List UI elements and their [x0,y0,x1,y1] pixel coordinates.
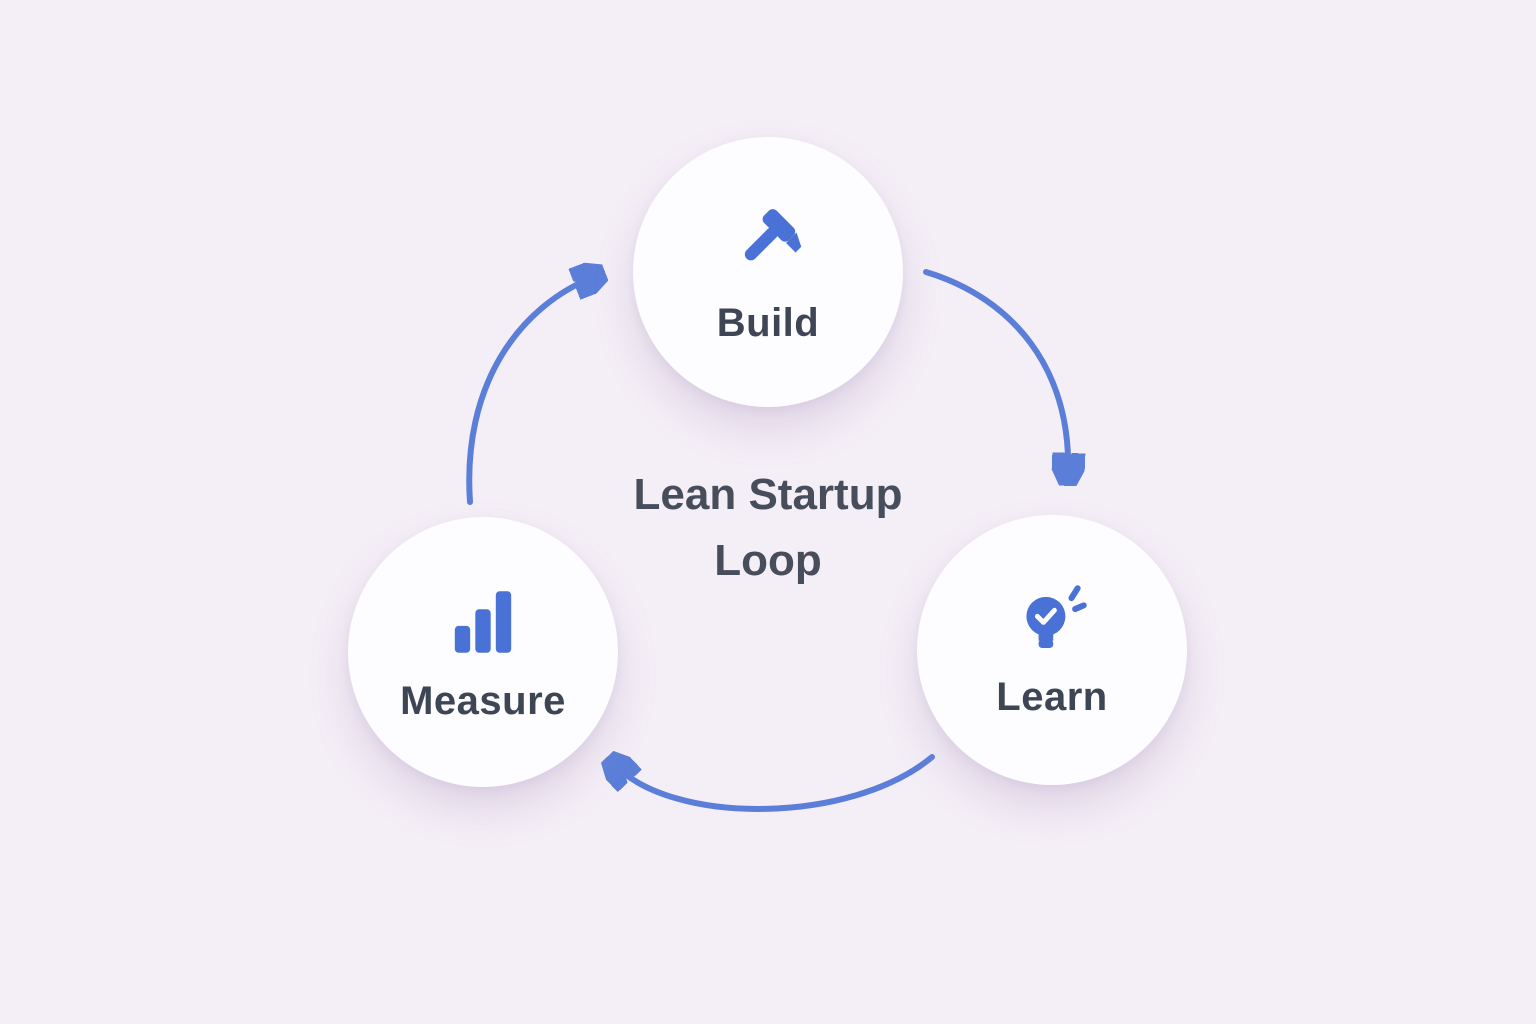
diagram-title: Lean Startup Loop [634,462,903,594]
arrow-build-to-learn [923,269,1068,476]
bar-chart-icon [442,581,524,663]
diagram-title-line1: Lean Startup [633,470,903,519]
node-build-label: Build [716,300,820,345]
node-measure-label: Measure [400,678,566,723]
lightbulb-icon [1013,581,1091,659]
node-build: Build [633,137,903,407]
hammer-icon [725,199,811,285]
node-measure: Measure [348,517,618,787]
arrow-learn-to-measure [614,757,935,812]
node-learn-label: Learn [996,674,1108,719]
diagram-title-line2: Loop [714,536,822,585]
arrow-measure-to-build [466,276,596,505]
node-learn: Learn [917,515,1187,785]
